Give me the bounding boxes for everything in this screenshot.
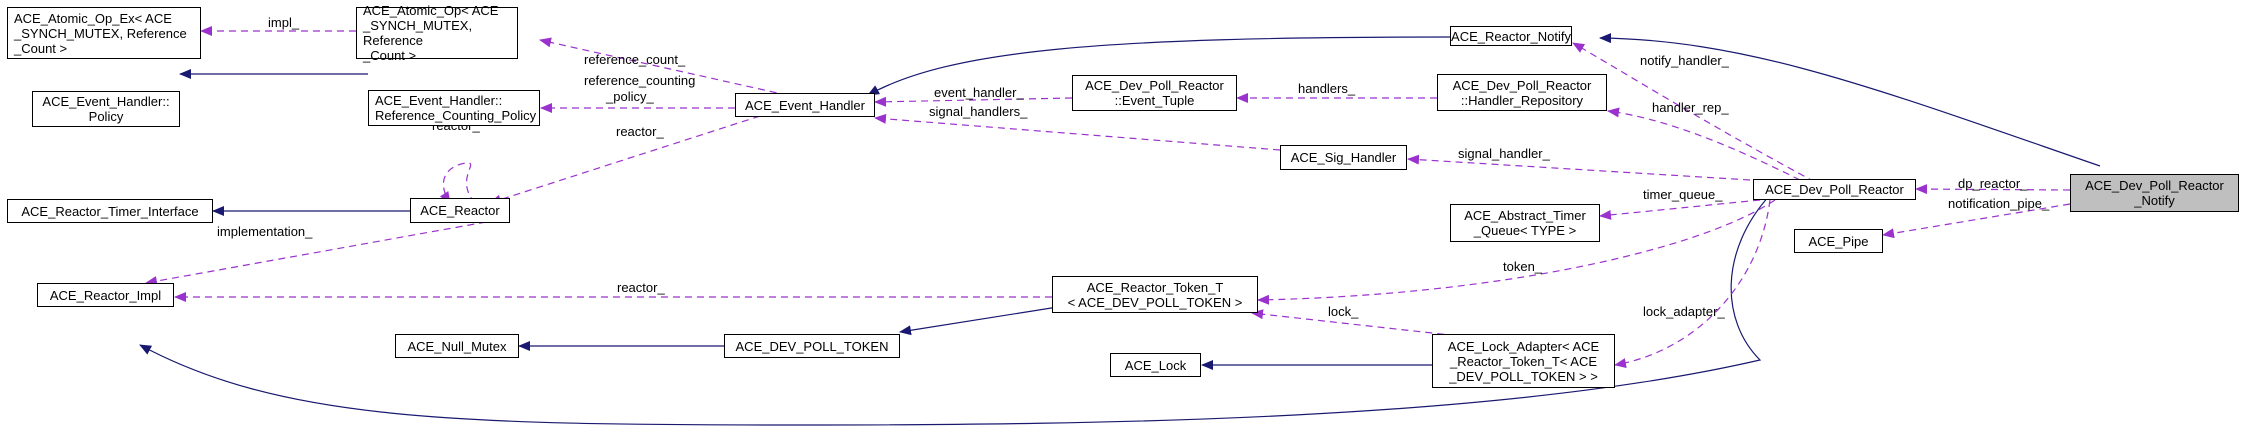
edge-lock-usage (1251, 309, 1469, 338)
edge-reactor-self-usage (439, 162, 476, 204)
edge-notify-to-devpoll-notify-inherit (1599, 33, 2101, 167)
edge-dp-reactor-usage (1915, 184, 2071, 195)
class-ace-dev-poll-token[interactable]: ACE_DEV_POLL_TOKEN (724, 334, 900, 358)
edge-label-signal-handler: signal_handler_ (1458, 146, 1551, 161)
edge-label-event-handler: event_handler_ (934, 85, 1024, 100)
class-ace-reactor-token-t[interactable]: ACE_Reactor_Token_T < ACE_DEV_POLL_TOKEN… (1052, 276, 1258, 313)
edge-token-usage (1257, 199, 1776, 305)
edge-label-reactor-impl: reactor_ (617, 280, 665, 295)
edge-label-reference-counting-policy-2: _policy_ (605, 89, 654, 104)
edge-label-impl: impl_ (268, 15, 300, 30)
class-ace-reactor[interactable]: ACE_Reactor (410, 198, 510, 223)
edge-signal-handlers-usage (874, 113, 1281, 151)
edge-timer-queue-usage (1599, 199, 1761, 220)
edge-notify-handler-usage (1572, 42, 1816, 183)
edge-label-handlers: handlers_ (1298, 81, 1356, 96)
edge-label-reactor-eh: reactor_ (616, 124, 664, 139)
edge-label-dp-reactor: dp_reactor_ (1958, 176, 2028, 191)
edge-label-handler-rep: handler_rep_ (1652, 100, 1729, 115)
edge-devpolltoken-to-tokent-inherit (899, 305, 1065, 336)
class-ace-null-mutex[interactable]: ACE_Null_Mutex (395, 334, 519, 358)
edge-label-lock-adapter: lock_adapter_ (1643, 304, 1725, 319)
class-ace-event-handler[interactable]: ACE_Event_Handler (735, 93, 875, 117)
class-ace-dev-poll-reactor-handler-repository[interactable]: ACE_Dev_Poll_Reactor ::Handler_Repositor… (1437, 74, 1607, 111)
class-ace-abstract-timer-queue[interactable]: ACE_Abstract_Timer _Queue< TYPE > (1450, 204, 1600, 242)
class-ace-atomic-op[interactable]: ACE_Atomic_Op< ACE _SYNCH_MUTEX, Referen… (356, 3, 518, 63)
edge-implementation-usage (145, 221, 487, 286)
edge-label-notification-pipe: notification_pipe_ (1948, 196, 2050, 211)
class-ace-dev-poll-reactor[interactable]: ACE_Dev_Poll_Reactor (1753, 179, 1916, 200)
edge-label-implementation: implementation_ (217, 224, 313, 239)
class-ace-event-handler-policy[interactable]: ACE_Event_Handler:: Policy (32, 91, 180, 127)
class-ace-reactor-notify[interactable]: ACE_Reactor_Notify (1450, 26, 1572, 46)
class-ace-pipe[interactable]: ACE_Pipe (1794, 229, 1883, 253)
edge-signal-handler-usage (1407, 154, 1751, 181)
edge-label-reference-counting-policy-1: reference_counting (584, 73, 695, 88)
edge-event-handler-to-notify-inherit (867, 36, 1451, 96)
class-ace-lock[interactable]: ACE_Lock (1110, 353, 1201, 377)
edge-devpoll-to-reactor-impl-inherit (139, 194, 1771, 426)
edge-reference-count-usage (539, 37, 801, 99)
class-ace-dev-poll-reactor-notify[interactable]: ACE_Dev_Poll_Reactor _Notify (2070, 174, 2239, 212)
class-ace-lock-adapter[interactable]: ACE_Lock_Adapter< ACE _Reactor_Token_T< … (1432, 334, 1615, 388)
class-ace-reactor-timer-interface[interactable]: ACE_Reactor_Timer_Interface (7, 199, 213, 223)
edge-label-reference-count: reference_count_ (584, 52, 686, 67)
edge-label-signal-handlers: signal_handlers_ (929, 104, 1028, 119)
edge-label-token: token_ (1503, 259, 1543, 274)
class-ace-sig-handler[interactable]: ACE_Sig_Handler (1280, 145, 1407, 170)
edge-label-notify-handler: notify_handler_ (1640, 53, 1730, 68)
class-ace-atomic-op-ex[interactable]: ACE_Atomic_Op_Ex< ACE _SYNCH_MUTEX, Refe… (7, 7, 201, 59)
class-ace-reactor-impl[interactable]: ACE_Reactor_Impl (37, 283, 174, 307)
edge-event-handler-usage (874, 96, 1073, 107)
edge-label-timer-queue: timer_queue_ (1643, 187, 1723, 202)
class-ace-reference-counting-policy[interactable]: ACE_Event_Handler:: Reference_Counting_P… (368, 90, 540, 126)
class-ace-dev-poll-reactor-event-tuple[interactable]: ACE_Dev_Poll_Reactor ::Event_Tuple (1072, 75, 1237, 111)
edge-handler-rep-usage (1607, 107, 1801, 181)
edge-notification-pipe-usage (1882, 203, 2071, 239)
edge-lock-adapter-usage (1614, 199, 1771, 369)
edge-label-lock: lock_ (1328, 304, 1359, 319)
